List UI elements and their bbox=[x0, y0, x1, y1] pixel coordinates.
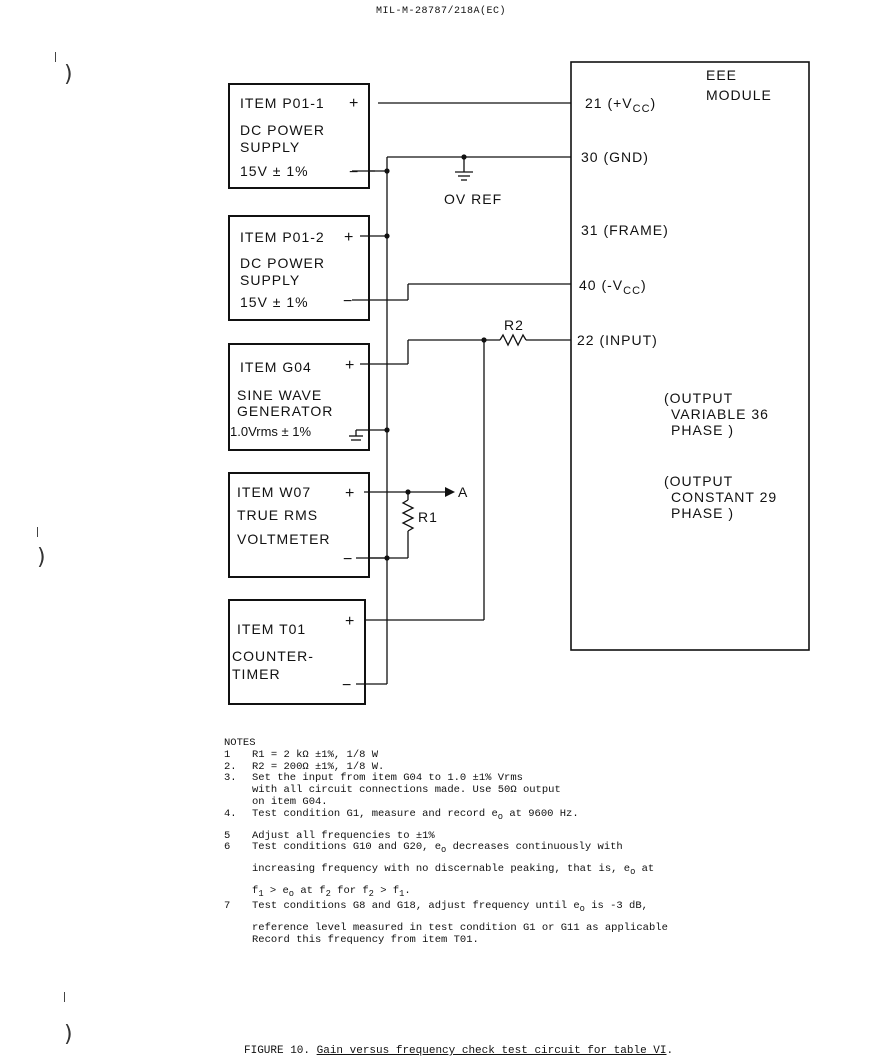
p01-2-label: 15V ± 1% bbox=[240, 294, 309, 310]
w07-label: VOLTMETER bbox=[237, 531, 331, 547]
p01-2-label: ITEM P01-2 bbox=[240, 229, 325, 245]
plus-terminal: + bbox=[349, 95, 359, 112]
figure-caption: FIGURE 10. Gain versus frequency check t… bbox=[244, 1045, 674, 1057]
junction-dot bbox=[384, 427, 390, 433]
minus-terminal: − bbox=[343, 293, 353, 310]
margin-tick bbox=[37, 527, 38, 537]
margin-tick bbox=[55, 52, 56, 62]
r2-label: R2 bbox=[504, 317, 524, 333]
p01-2-label: DC POWER bbox=[240, 255, 325, 271]
output-label: (OUTPUT bbox=[664, 473, 733, 489]
p01-1-label: ITEM P01-1 bbox=[240, 95, 325, 111]
ov-ref-label: OV REF bbox=[444, 191, 502, 207]
pin-label: 22 (INPUT) bbox=[577, 332, 658, 348]
module-title: EEE bbox=[706, 67, 737, 83]
g04-label: 1.0Vrms ± 1% bbox=[230, 424, 312, 439]
margin-tick bbox=[64, 992, 65, 1002]
r1-label: R1 bbox=[418, 509, 438, 525]
plus-terminal: + bbox=[345, 613, 355, 630]
p01-1-label: SUPPLY bbox=[240, 139, 300, 155]
minus-terminal: − bbox=[349, 164, 359, 181]
g04-label: ITEM G04 bbox=[240, 359, 312, 375]
point-a-label: A bbox=[458, 484, 468, 500]
output-label: PHASE ) bbox=[671, 422, 734, 438]
p01-2-label: SUPPLY bbox=[240, 272, 300, 288]
document-header: MIL-M-28787/218A(EC) bbox=[375, 6, 507, 17]
plus-terminal: + bbox=[345, 357, 355, 374]
g04-label: SINE WAVE bbox=[237, 387, 322, 403]
margin-paren: ) bbox=[37, 545, 46, 570]
t01-box bbox=[228, 599, 366, 705]
note-4: 4.Test condition G1, measure and record … bbox=[224, 807, 579, 822]
note-6-line: increasing frequency with no discernable… bbox=[252, 863, 655, 878]
p01-2-box bbox=[228, 215, 370, 321]
t01-label: COUNTER- bbox=[232, 648, 314, 664]
pin-label: 31 (FRAME) bbox=[581, 222, 669, 238]
output-label: (OUTPUT bbox=[664, 390, 733, 406]
arrow-a bbox=[445, 487, 455, 497]
t01-label: TIMER bbox=[232, 666, 281, 682]
margin-paren: ) bbox=[64, 1022, 73, 1047]
notes-title: NOTES bbox=[224, 737, 256, 749]
junction-dot bbox=[384, 555, 390, 561]
note-7-line: Record this frequency from item T01. bbox=[252, 933, 479, 946]
eee-module-box bbox=[570, 61, 810, 651]
output-label: PHASE ) bbox=[671, 505, 734, 521]
note-2: 2.R2 = 200Ω ±1%, 1/8 W. bbox=[224, 760, 385, 773]
plus-terminal: + bbox=[345, 485, 355, 502]
output-label: CONSTANT 29 bbox=[671, 489, 777, 505]
r1-resistor bbox=[401, 499, 415, 532]
w07-box bbox=[228, 472, 370, 578]
junction-dot bbox=[405, 489, 411, 495]
pin-label: 40 (-VCC) bbox=[579, 277, 647, 297]
junction-dot bbox=[384, 168, 390, 174]
w07-label: TRUE RMS bbox=[237, 507, 318, 523]
g04-label: GENERATOR bbox=[237, 403, 333, 419]
note-6-line: f1 > eo at f2 for f2 > f1. bbox=[252, 885, 411, 900]
r2-resistor bbox=[499, 333, 527, 347]
g04-box bbox=[228, 343, 370, 451]
t01-label: ITEM T01 bbox=[237, 621, 306, 637]
w07-label: ITEM W07 bbox=[237, 484, 311, 500]
pin-label: 30 (GND) bbox=[581, 149, 649, 165]
note-3: 3.Set the input from item G04 to 1.0 ±1%… bbox=[224, 772, 523, 785]
module-title: MODULE bbox=[706, 87, 772, 103]
junction-dot bbox=[461, 154, 467, 160]
minus-terminal: − bbox=[342, 677, 352, 694]
note-7-line: reference level measured in test conditi… bbox=[252, 922, 668, 935]
figure-title: Gain versus frequency check test circuit… bbox=[316, 1045, 667, 1057]
output-label: VARIABLE 36 bbox=[671, 406, 769, 422]
note-3-line: on item G04. bbox=[252, 795, 328, 808]
minus-terminal: − bbox=[343, 551, 353, 568]
junction-dot bbox=[384, 233, 390, 239]
p01-1-box bbox=[228, 83, 370, 189]
plus-terminal: + bbox=[344, 229, 354, 246]
p01-1-label: DC POWER bbox=[240, 122, 325, 138]
p01-1-label: 15V ± 1% bbox=[240, 163, 309, 179]
note-3-line: with all circuit connections made. Use 5… bbox=[252, 784, 561, 797]
pin-label: 21 (+VCC) bbox=[585, 95, 656, 115]
margin-paren: ) bbox=[64, 62, 73, 87]
junction-dot bbox=[481, 337, 487, 343]
